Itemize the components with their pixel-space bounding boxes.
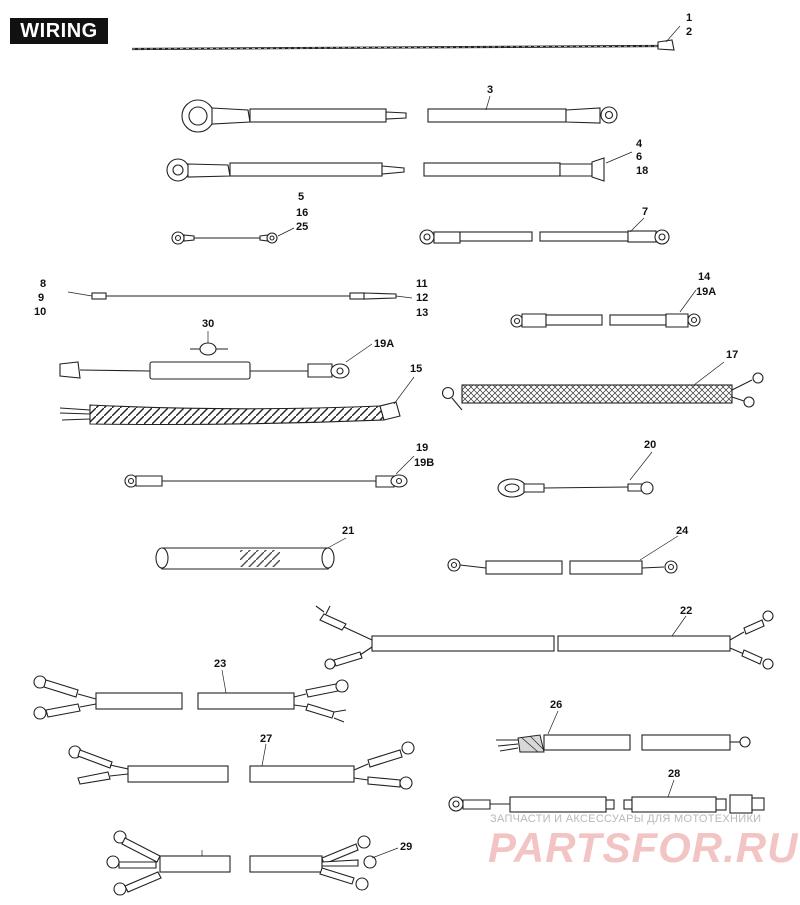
label-15: 15: [410, 363, 422, 375]
label-4: 4: [636, 138, 643, 150]
label-29: 29: [400, 841, 412, 853]
label-19a-left: 19A: [374, 338, 394, 350]
label-28: 28: [668, 768, 680, 780]
label-18: 18: [636, 165, 648, 177]
harness-22: [315, 605, 774, 670]
label-19b: 19B: [414, 457, 434, 469]
wire-24: [447, 535, 679, 575]
label-19a-right: 19A: [696, 286, 716, 298]
wire-5-16-25: [171, 227, 295, 245]
wire-20: [497, 451, 654, 498]
page-title: WIRING: [10, 18, 108, 44]
label-11: 11: [416, 278, 428, 290]
label-3: 3: [487, 84, 493, 96]
label-2: 2: [686, 26, 692, 38]
harness-23: [33, 669, 349, 723]
sleeve-21: [155, 537, 347, 570]
label-1: 1: [686, 12, 692, 24]
connector-30: [190, 331, 228, 356]
cable-15: [59, 376, 415, 426]
label-17: 17: [726, 349, 738, 361]
label-20: 20: [644, 439, 656, 451]
wire-19a: [59, 343, 373, 380]
label-27: 27: [260, 733, 272, 745]
watermark-tagline: ЗАПЧАСТИ И АКСЕССУАРЫ ДЛЯ МОТОТЕХНИКИ: [490, 813, 761, 825]
label-10: 10: [34, 306, 46, 318]
wire-7: [419, 217, 670, 245]
label-5: 5: [298, 191, 304, 203]
label-12: 12: [416, 292, 428, 304]
label-30: 30: [202, 318, 214, 330]
label-24: 24: [676, 525, 689, 537]
label-8: 8: [40, 278, 46, 290]
harness-27: [68, 741, 415, 790]
wire-19-19b: [124, 455, 415, 488]
harness-28: [448, 779, 765, 814]
label-7: 7: [642, 206, 648, 218]
label-23: 23: [214, 658, 226, 670]
label-21: 21: [342, 525, 354, 537]
label-25: 25: [296, 221, 308, 233]
label-6: 6: [636, 151, 642, 163]
cable-17: [441, 361, 764, 411]
wire-4-6-18: [166, 151, 633, 182]
wire-1-2: [131, 25, 681, 51]
label-16: 16: [296, 207, 308, 219]
label-22: 22: [680, 605, 692, 617]
label-14: 14: [698, 271, 711, 283]
wire-8-13: [67, 291, 413, 300]
watermark-logo: PARTSFOR.RU: [488, 824, 799, 871]
wire-3: [181, 95, 618, 133]
harness-26: [496, 710, 751, 753]
harness-29: [106, 830, 399, 896]
label-19: 19: [416, 442, 428, 454]
label-9: 9: [38, 292, 44, 304]
label-13: 13: [416, 307, 428, 319]
label-26: 26: [550, 699, 562, 711]
wire-14-19a: [510, 289, 701, 328]
